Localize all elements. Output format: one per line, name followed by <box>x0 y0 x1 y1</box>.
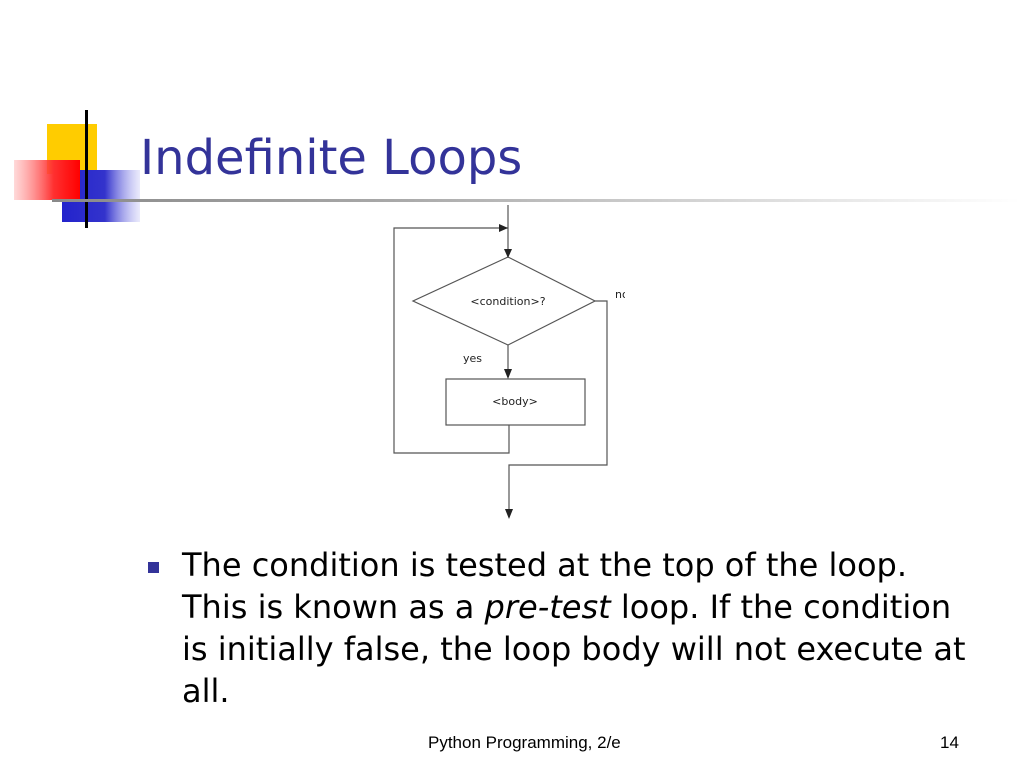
entry-arrowhead <box>504 249 512 258</box>
bullet-text: The condition is tested at the top of th… <box>182 544 982 712</box>
body-label: <body> <box>492 395 538 408</box>
exit-arrowhead <box>505 509 513 519</box>
vertical-bar <box>85 110 88 228</box>
yes-arrowhead <box>504 369 512 379</box>
flowchart: <condition>? <body> yes no <box>393 205 625 519</box>
page-number: 14 <box>940 733 959 752</box>
red-square <box>14 160 80 200</box>
corner-decoration <box>14 110 140 228</box>
bullet-text-start: The condition is tested at the top of th… <box>182 546 908 626</box>
slide-title: Indefinite Loops <box>140 130 523 186</box>
loop-arrowhead <box>499 224 508 232</box>
body-box <box>445 378 586 426</box>
bullet-text-end: loop. If the condition is initially fals… <box>182 588 966 710</box>
bullet-emphasis: pre-test <box>484 588 611 626</box>
no-path-line <box>508 300 608 517</box>
yes-label: yes <box>463 352 482 365</box>
no-label: no <box>615 288 625 301</box>
footer-title: Python Programming, 2/e <box>428 733 621 752</box>
loop-back-line <box>393 227 510 454</box>
condition-label: <condition>? <box>470 295 545 308</box>
title-underline <box>52 199 1020 202</box>
bullet-marker <box>148 562 159 573</box>
